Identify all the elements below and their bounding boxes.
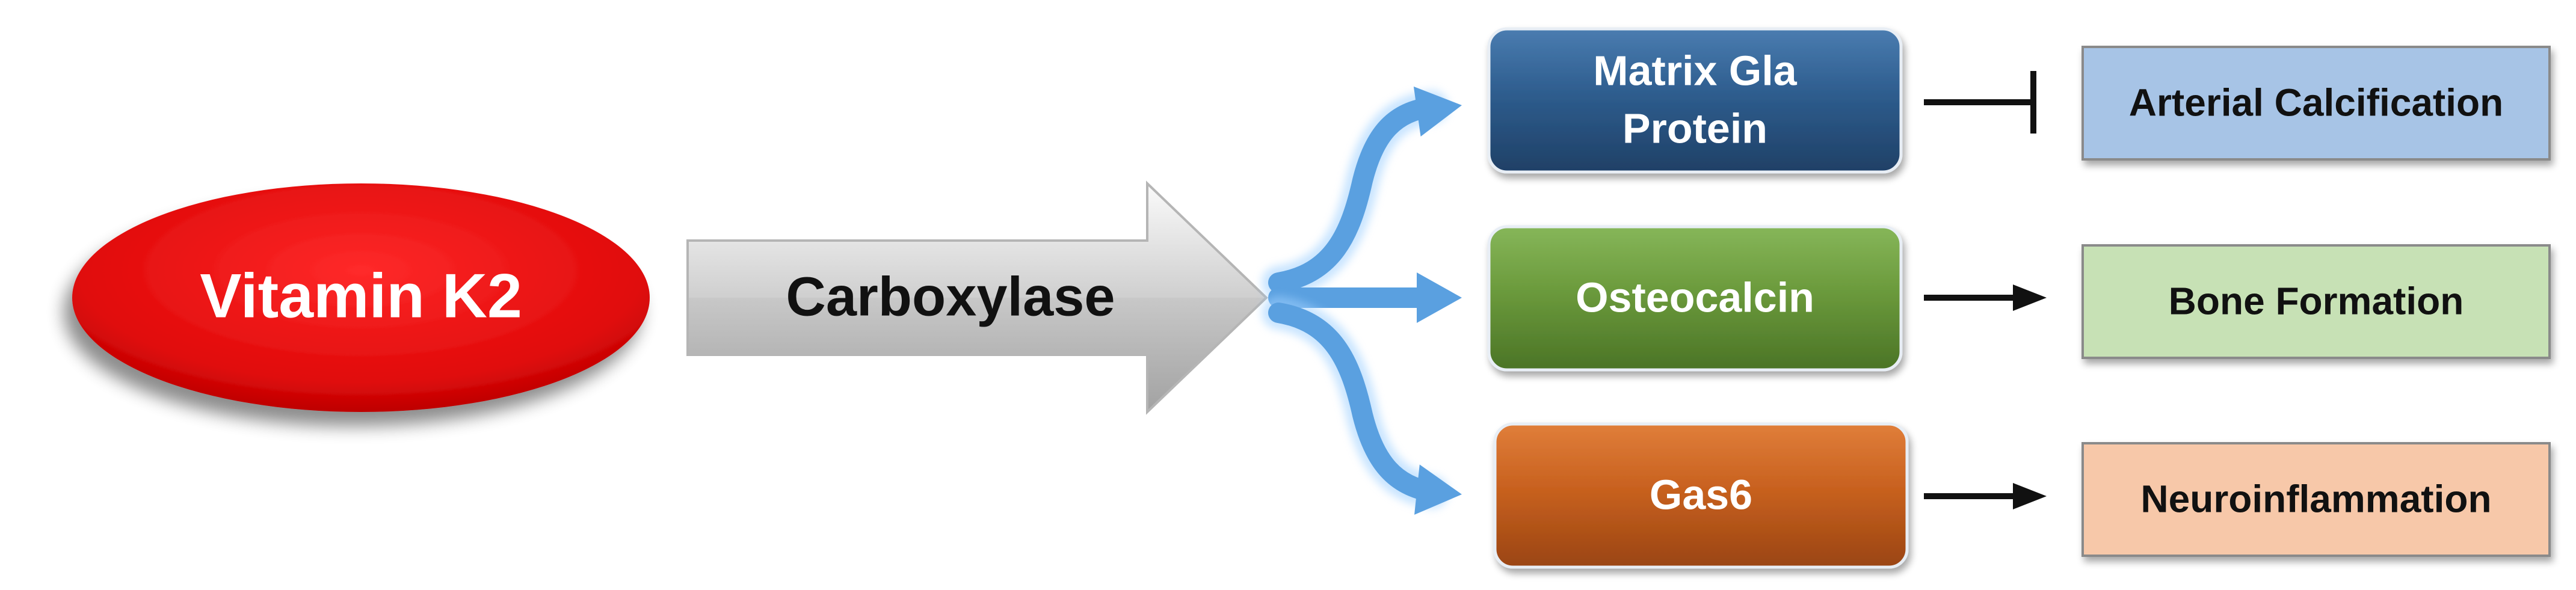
carboxylase-arrow-outline (686, 180, 1268, 415)
branch-arrow-osteocalcin-head (1417, 272, 1462, 323)
branch-arrows (1262, 86, 1462, 515)
outcome-box-bg (2081, 46, 2551, 161)
outcome-label: Arterial Calcification (2129, 81, 2503, 124)
outcome-box-bg (2081, 442, 2551, 557)
protein-box-bg (1493, 422, 1909, 569)
vitamin-k2-label: Vitamin K2 (200, 261, 522, 331)
vitamin-k2-ellipse (72, 183, 650, 412)
relation-neuroinflammation (1924, 483, 2047, 509)
protein-box-bg (1487, 27, 1903, 174)
protein-label: Matrix Gla (1593, 47, 1798, 94)
outcome-label: Bone Formation (2169, 279, 2464, 322)
branch-arrow-osteocalcin (1262, 272, 1462, 323)
relation-arterial-calcification (1924, 71, 2036, 134)
outcome-box-bone-formation: Bone Formation (2081, 244, 2551, 359)
protein-box-osteocalcin: Osteocalcin (1487, 225, 1903, 372)
vitamin-k2-node: Vitamin K2 (72, 183, 650, 412)
protein-box-bg (1487, 225, 1903, 372)
branch-arrow-mgp (1262, 86, 1462, 300)
branch-arrow-gas6 (1262, 296, 1462, 515)
branch-arrow-gas6-head (1414, 464, 1462, 515)
protein-label: Protein (1622, 105, 1767, 152)
carboxylase-label: Carboxylase (786, 266, 1115, 327)
carboxylase-arrow: Carboxylase (686, 180, 1268, 415)
protein-label: Osteocalcin (1576, 274, 1814, 321)
outcome-box-neuroinflammation: Neuroinflammation (2081, 442, 2551, 557)
protein-box-gas6: Gas6 (1493, 422, 1909, 569)
outcome-box-bg (2081, 244, 2551, 359)
branch-arrow-mgp-head (1413, 86, 1462, 137)
outcome-label: Neuroinflammation (2140, 477, 2491, 520)
protein-label: Gas6 (1650, 471, 1752, 518)
outcome-box-arterial-calcification: Arterial Calcification (2081, 46, 2551, 161)
relation-bone-formation (1924, 284, 2047, 311)
relation-connectors (1924, 71, 2047, 509)
